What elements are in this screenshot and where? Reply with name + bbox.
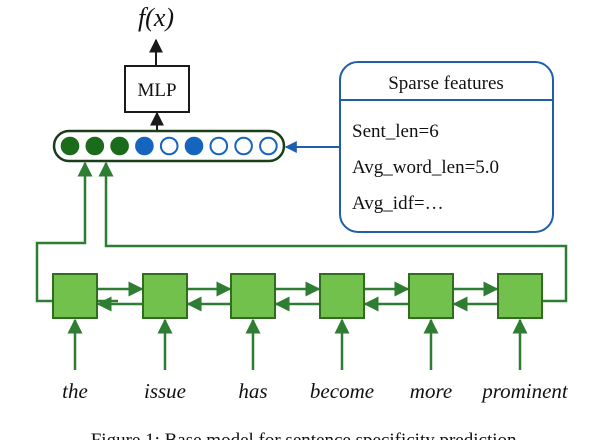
input-word: the [62,379,88,403]
feature-dot-empty [234,136,253,156]
bilstm-cells [52,273,543,370]
figure-caption: Figure 1: Base model for sentence specif… [91,430,522,440]
lstm-cell [497,273,543,319]
feature-dot-dark-green [85,136,105,156]
feature-vector-dots [60,136,278,156]
mlp-box: MLP [124,65,190,113]
mlp-label: MLP [137,80,176,101]
sparse-features-title: Sparse features [388,73,504,94]
lstm-cell [319,273,365,319]
feature-dot-empty [159,136,179,156]
lstm-cell [52,273,98,319]
feature-dot-empty [209,136,229,156]
sparse-feature-item: Sent_len=6 [352,121,439,142]
output-label: f(x) [138,3,174,32]
lstm-cell [142,273,188,319]
feature-vector [52,129,286,163]
feature-dot-dark-green [60,136,80,156]
input-word: become [310,379,374,403]
lstm-cell [408,273,454,319]
feature-dot-blue [135,136,154,156]
sparse-feature-item: Avg_idf=… [352,193,444,214]
feature-dot-empty [259,136,278,156]
sparse-feature-item: Avg_word_len=5.0 [352,157,499,178]
feature-dot-dark-green [110,136,129,156]
input-word: more [410,379,452,403]
input-words: the issue has become more prominent [62,379,569,403]
input-word: issue [144,379,186,403]
input-word: has [238,379,267,403]
sparse-features-box: Sparse features Sent_len=6 Avg_word_len=… [339,61,554,233]
input-word: prominent [480,379,569,403]
backward-state-connection [98,161,568,303]
feature-dot-blue [184,136,204,156]
lstm-cell [230,273,276,319]
